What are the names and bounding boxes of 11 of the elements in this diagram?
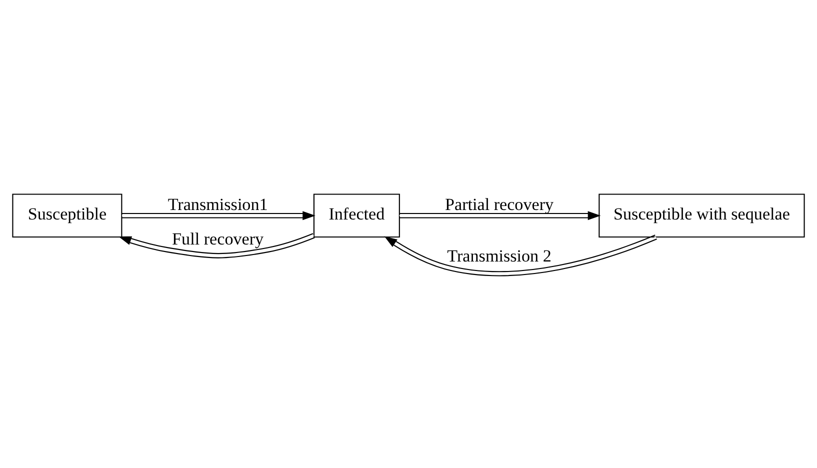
edge-label: Transmission 2 [447, 246, 552, 266]
edge-label: Full recovery [172, 229, 264, 248]
arrow [399, 211, 601, 220]
edge-label: Partial recovery [445, 195, 554, 214]
arrow [122, 211, 316, 220]
arrow [384, 234, 657, 276]
arrow [118, 233, 315, 258]
edge-label: Transmission1 [168, 195, 268, 214]
node-box: Susceptible with sequelae [598, 194, 805, 238]
node-box: Susceptible [12, 194, 122, 238]
node-box: Infected [313, 194, 400, 238]
